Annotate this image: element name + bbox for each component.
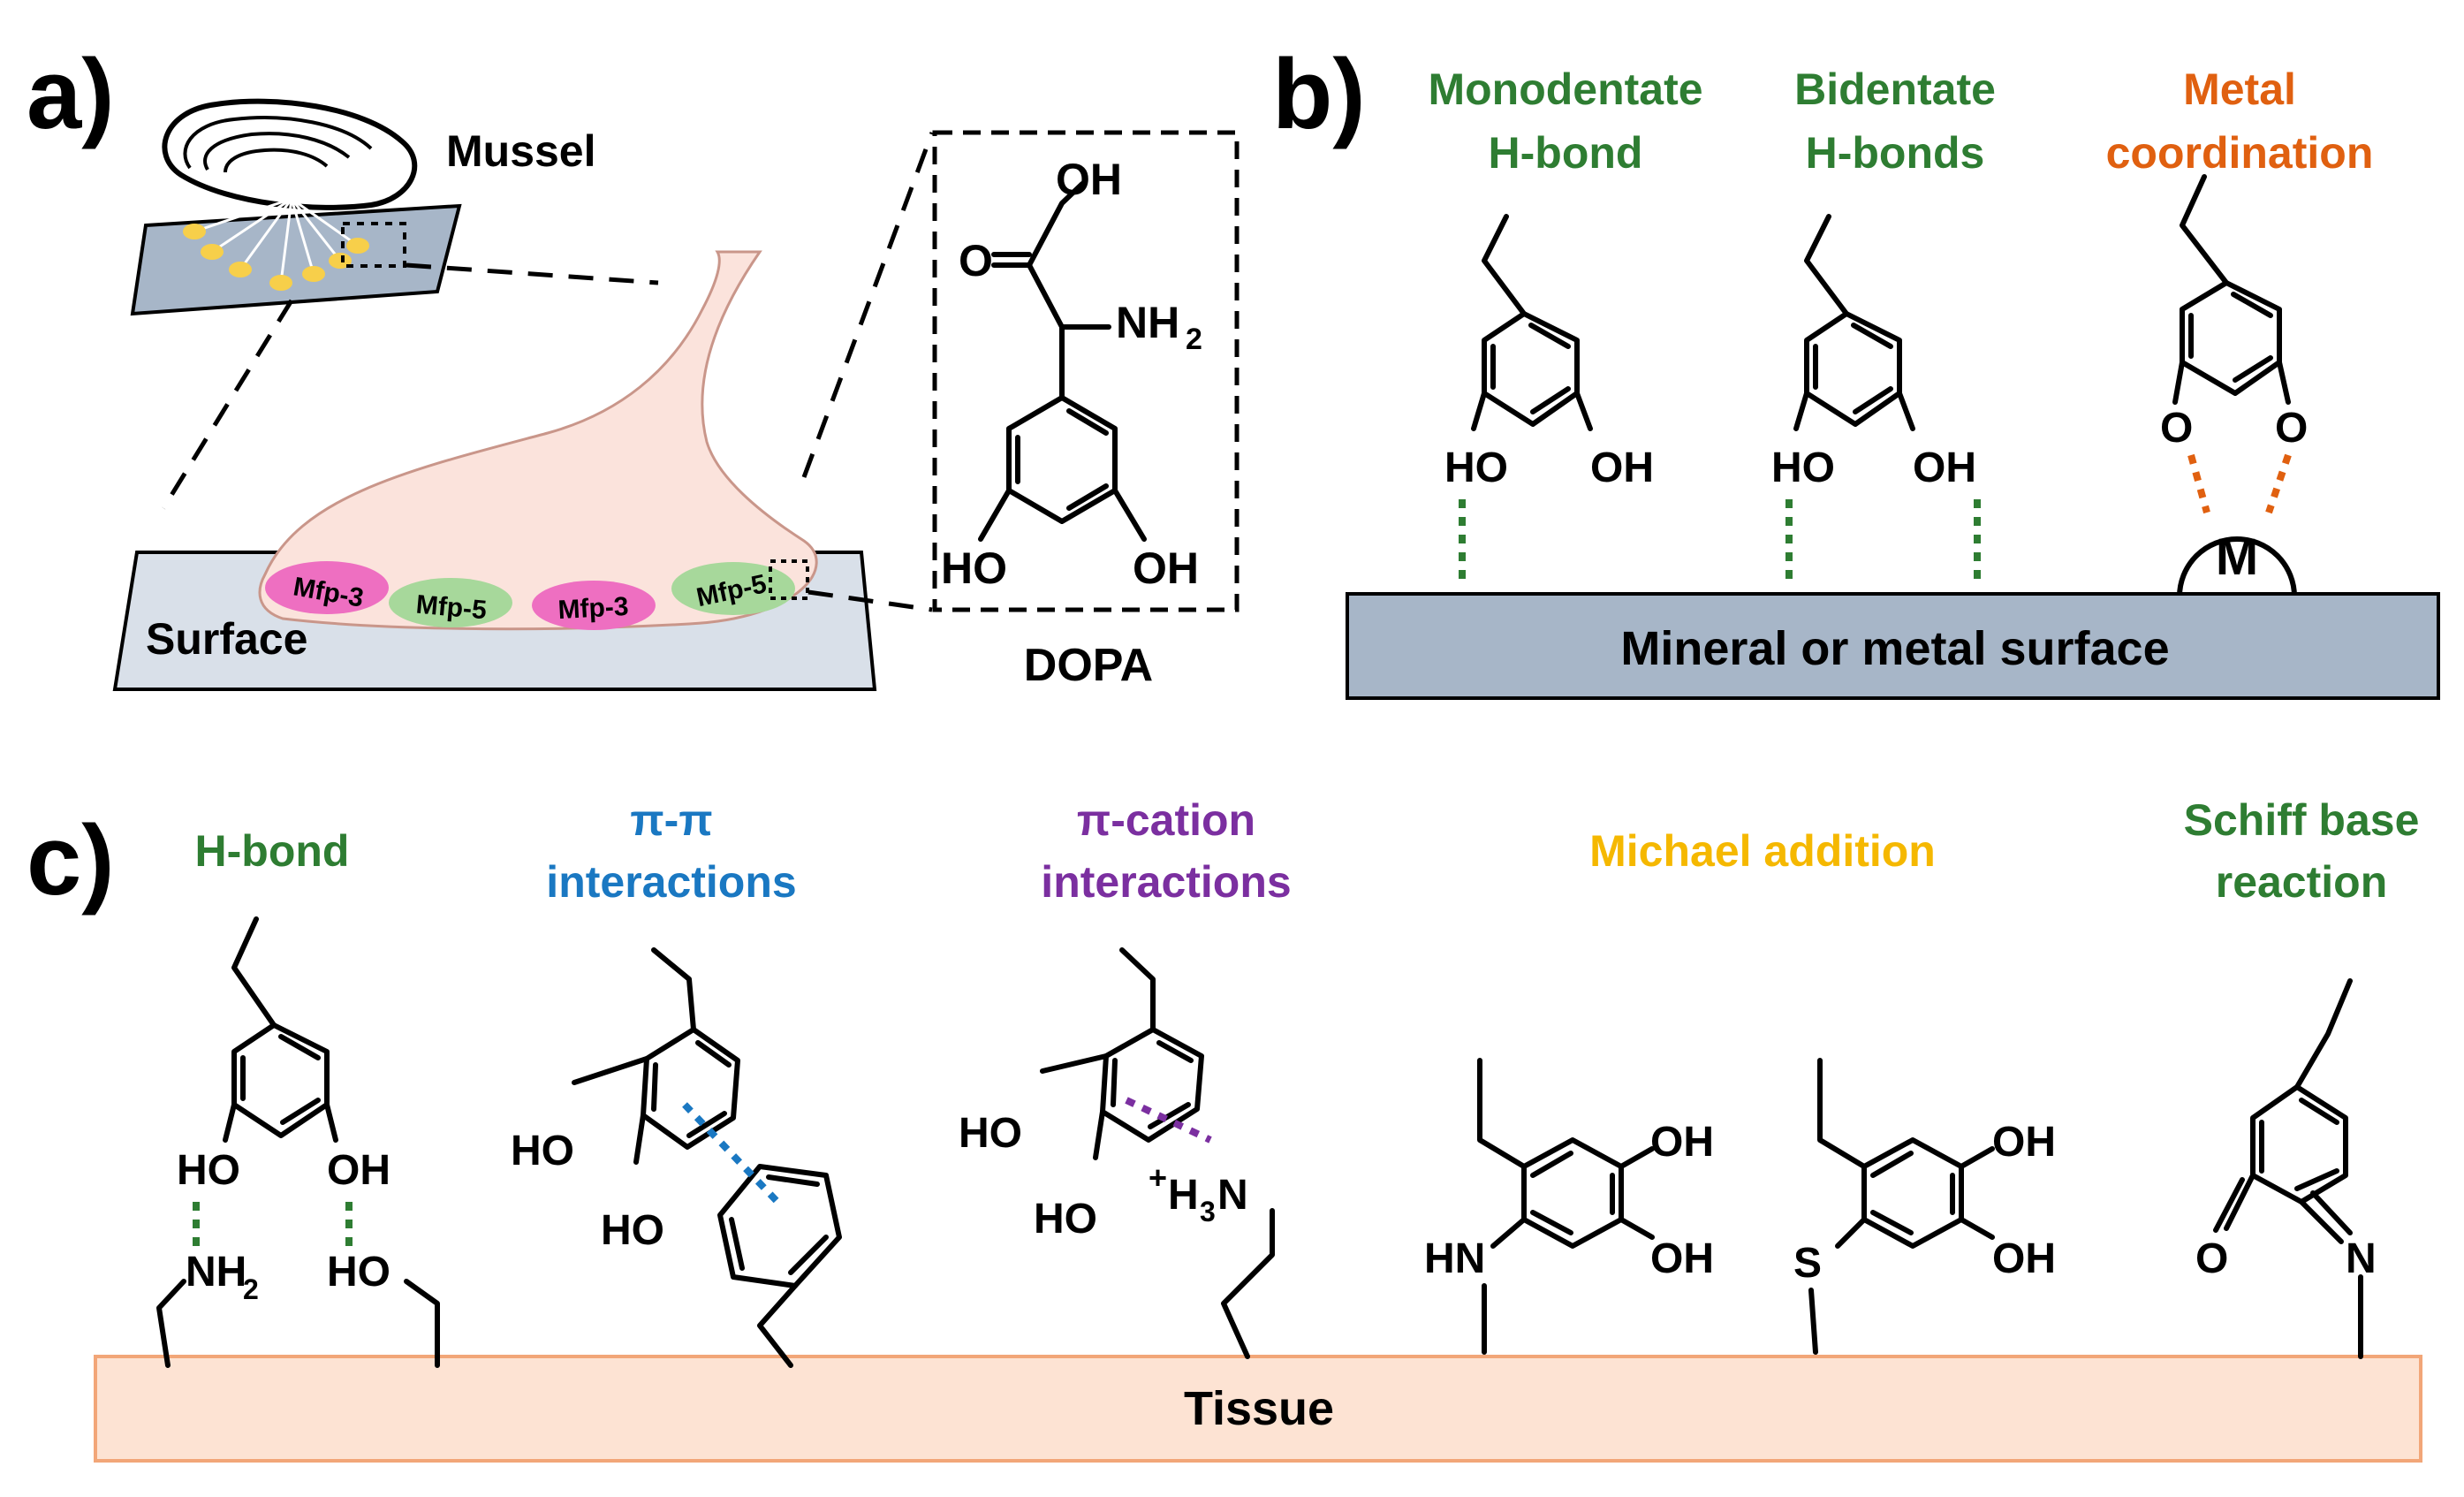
atom-oh: OH	[327, 1147, 390, 1194]
dopa-atom-sub: 2	[1186, 323, 1202, 356]
protein-mfp5	[389, 578, 512, 627]
atom-ho: HO	[959, 1110, 1022, 1157]
metal-label: M	[2216, 528, 2258, 586]
atom-ho: HO	[601, 1207, 664, 1254]
atom-o: O	[2160, 405, 2193, 452]
catechol-structure	[1793, 214, 1915, 431]
interaction-title-pipi: interactions	[546, 857, 796, 907]
hbond-structure	[156, 916, 440, 1368]
interaction-title-pication: π-cation	[1077, 795, 1255, 845]
coordination-dash	[2187, 453, 2210, 514]
panel-b: b) Monodentate H-bond Bidentate H-bonds …	[1272, 39, 2440, 700]
catecholate-structure	[2172, 174, 2291, 405]
schiff-base-structure	[2213, 978, 2363, 1359]
atom-oh: OH	[1992, 1235, 2056, 1282]
atom-o: O	[2195, 1235, 2228, 1282]
atom-ho: HO	[327, 1249, 390, 1296]
adhesive-plaque	[258, 250, 818, 631]
atom-hn: HN	[1424, 1235, 1485, 1282]
tissue-label: Tissue	[1184, 1382, 1334, 1435]
atom-s: S	[1793, 1240, 1822, 1287]
dopa-atom: OH	[1133, 543, 1199, 593]
coordination-dash	[2265, 453, 2292, 514]
dopa-label: DOPA	[1024, 640, 1153, 691]
dopa-atom: HO	[941, 543, 1007, 593]
atom-ho: HO	[177, 1147, 240, 1194]
atom-oh: OH	[1992, 1119, 2056, 1166]
panel-c: c) H-bond π-π interactions π-cation inte…	[27, 795, 2422, 1463]
protein-label: Mfp-5	[415, 590, 489, 626]
pi-pi-dash	[682, 1102, 780, 1204]
mode-title-metal: coordination	[2106, 128, 2374, 178]
mode-title-monodentate: H-bond	[1489, 128, 1643, 178]
atom-ho: HO	[511, 1128, 574, 1174]
mode-title-monodentate: Monodentate	[1428, 65, 1702, 114]
pi-cation-dash	[1125, 1097, 1212, 1144]
mussel-label: Mussel	[446, 126, 596, 176]
mineral-surface	[1346, 592, 2440, 700]
michael-thiol-structure	[1808, 1058, 1995, 1355]
atom-o: O	[2275, 405, 2308, 452]
dopa-atom: OH	[1056, 155, 1122, 204]
atom-oh: OH	[1650, 1119, 1714, 1166]
protein-mfp3	[265, 561, 389, 614]
panel-a-label: a)	[27, 39, 115, 149]
pipi-structure	[572, 947, 842, 1368]
atom-oh: OH	[1913, 445, 1976, 491]
mode-title-metal: Metal	[2183, 65, 2296, 114]
tissue-bar	[94, 1355, 2422, 1463]
interaction-title-pication: interactions	[1041, 857, 1291, 907]
cation-sub: 3	[1200, 1196, 1216, 1227]
dopa-structure	[978, 181, 1147, 542]
protein-mfp5	[671, 562, 795, 615]
zoom-box-protein	[769, 559, 809, 600]
mineral-surface-label: Mineral or metal surface	[1620, 622, 2169, 675]
cation-h: H	[1168, 1172, 1199, 1219]
interaction-title-michael: Michael addition	[1589, 826, 1936, 876]
atom-nh: NH	[186, 1249, 246, 1296]
protein-mfp3	[532, 581, 656, 630]
surface-label: Surface	[146, 614, 307, 664]
panel-b-label: b)	[1272, 39, 1366, 149]
mussel-surface-plate	[130, 203, 462, 316]
michael-amine-structure	[1477, 1058, 1655, 1355]
zoom-line	[161, 299, 294, 510]
mode-title-bidentate: H-bonds	[1806, 128, 1985, 178]
protein-label: Mfp-3	[557, 592, 630, 625]
byssus-threads	[183, 197, 369, 291]
atom-oh: OH	[1590, 445, 1654, 491]
cation-n: N	[1217, 1172, 1248, 1219]
panel-c-label: c)	[27, 805, 115, 916]
zoom-line	[406, 262, 659, 285]
zoom-line	[807, 589, 933, 612]
interaction-title-schiff: reaction	[2216, 857, 2388, 907]
mode-title-bidentate: Bidentate	[1794, 65, 1996, 114]
zoom-line	[801, 132, 935, 478]
atom-n: N	[2346, 1235, 2377, 1282]
atom-ho: HO	[1771, 445, 1835, 491]
panel-a: a) Mussel	[27, 39, 1240, 691]
metal-ion	[2177, 536, 2297, 597]
dopa-atom: O	[959, 236, 993, 285]
atom-ho: HO	[1444, 445, 1508, 491]
interaction-title-schiff: Schiff base	[2184, 795, 2420, 845]
atom-ho: HO	[1034, 1196, 1097, 1242]
interaction-title-hbond: H-bond	[195, 826, 350, 876]
atom-oh: OH	[1650, 1235, 1714, 1282]
dopa-box	[932, 130, 1240, 612]
atom-sub: 2	[243, 1273, 259, 1305]
zoom-box-small	[341, 222, 406, 268]
dopa-atom: NH	[1116, 298, 1179, 347]
mussel-shell-icon	[162, 98, 418, 210]
interaction-title-pipi: π-π	[630, 795, 712, 845]
cation-plus: +	[1149, 1159, 1167, 1196]
catechol-structure	[1471, 214, 1593, 431]
pication-structure	[1040, 947, 1275, 1359]
